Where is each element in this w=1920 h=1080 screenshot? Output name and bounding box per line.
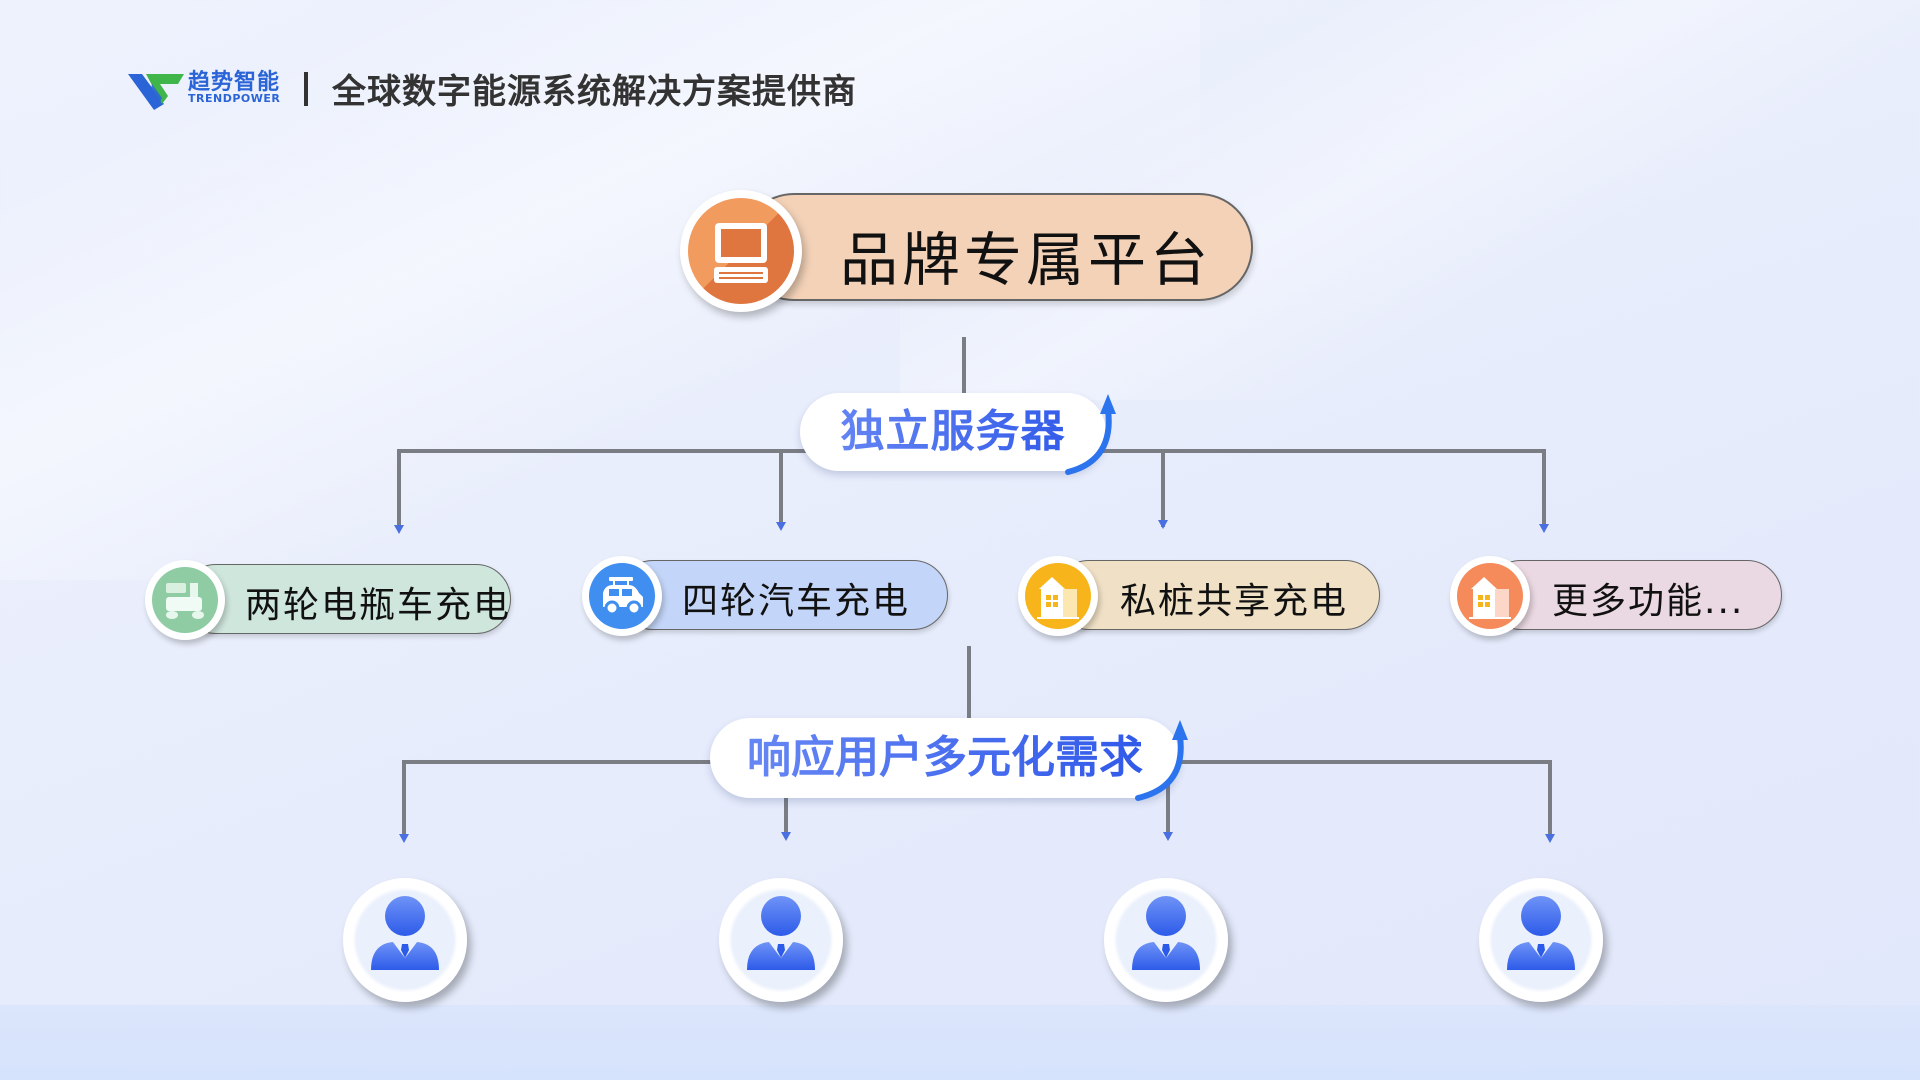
arrowhead-icon xyxy=(1158,520,1168,529)
connector-line xyxy=(967,646,971,720)
category-icon-badge xyxy=(1018,556,1098,636)
trendpower-logo-icon xyxy=(128,74,184,110)
category-pill xyxy=(181,564,511,634)
platform-icon-badge xyxy=(680,190,802,312)
platform-label: 品牌专属平台 xyxy=(840,226,1213,294)
category-label: 更多功能... xyxy=(1552,581,1745,622)
category-node-private-pile: 私桩共享充电 xyxy=(1018,556,1388,636)
category-label: 四轮汽车充电 xyxy=(682,581,911,622)
user-icon xyxy=(371,896,439,970)
demand-label: 响应用户多元化需求 xyxy=(710,718,1180,798)
growth-arrow-icon xyxy=(1135,720,1188,801)
page-title: 全球数字能源系统解决方案提供商 xyxy=(332,72,857,112)
logo-chinese-name: 趋势智能 xyxy=(188,70,281,95)
category-label: 两轮电瓶车充电 xyxy=(245,585,512,626)
computer-icon xyxy=(714,223,768,283)
platform-node: 品牌专属平台 xyxy=(740,193,1253,301)
connector-line xyxy=(962,337,966,395)
category-node-car: 四轮汽车充电 xyxy=(582,556,952,636)
growth-arrow-icon xyxy=(1065,394,1116,475)
arrowhead-icon xyxy=(1163,832,1173,841)
connector-line xyxy=(1548,760,1552,838)
arrowhead-icon xyxy=(399,834,409,843)
user-icon xyxy=(747,896,815,970)
user-node xyxy=(343,878,467,1002)
arrowhead-icon xyxy=(394,525,404,534)
bottom-band xyxy=(0,1005,1920,1080)
demand-node: 响应用户多元化需求 xyxy=(710,718,1180,798)
connector-line xyxy=(1166,760,1170,838)
arrowhead-icon xyxy=(1539,524,1549,533)
connector-line xyxy=(784,760,788,838)
user-node xyxy=(1479,878,1603,1002)
category-pill xyxy=(1486,560,1782,630)
category-node-scooter: 两轮电瓶车充电 xyxy=(145,560,515,640)
header-divider xyxy=(304,72,308,106)
arrowhead-icon xyxy=(1545,834,1555,843)
category-icon-badge xyxy=(145,560,225,640)
house-icon xyxy=(1037,577,1079,619)
category-label: 私桩共享充电 xyxy=(1120,581,1349,622)
server-node: 独立服务器 xyxy=(800,393,1106,471)
category-pill xyxy=(1054,560,1380,630)
category-icon-badge xyxy=(1450,556,1530,636)
car-icon xyxy=(603,577,643,616)
connector-line xyxy=(779,449,783,527)
arrowhead-icon xyxy=(776,522,786,531)
connector-line xyxy=(402,760,406,838)
category-icon-badge xyxy=(582,556,662,636)
user-node xyxy=(719,878,843,1002)
connector-line xyxy=(1542,449,1546,527)
server-label: 独立服务器 xyxy=(800,393,1106,471)
connector-line xyxy=(397,449,401,527)
brand-logo: 趋势智能 TRENDPOWER xyxy=(128,64,288,110)
category-node-more: 更多功能... xyxy=(1450,556,1790,636)
logo-english-name: TRENDPOWER xyxy=(188,92,281,105)
user-icon xyxy=(1507,896,1575,970)
user-icon xyxy=(1132,896,1200,970)
scooter-icon xyxy=(166,583,204,619)
category-pill xyxy=(618,560,948,630)
arrowhead-icon xyxy=(781,832,791,841)
connector-line xyxy=(1161,449,1165,527)
building-icon xyxy=(1469,577,1511,619)
user-node xyxy=(1104,878,1228,1002)
